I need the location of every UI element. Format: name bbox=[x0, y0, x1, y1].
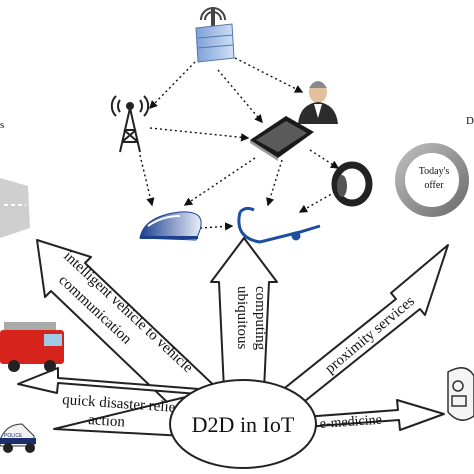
label-quick-disaster-relief-2: action bbox=[88, 412, 126, 431]
application-arrows bbox=[17, 237, 449, 438]
arrow-quick-disaster-relief bbox=[17, 367, 205, 438]
smart-ring-icon bbox=[331, 161, 373, 207]
link-server-man bbox=[234, 57, 304, 93]
link-server-antenna bbox=[149, 61, 196, 110]
smart-glasses-icon bbox=[237, 206, 321, 244]
link-server-phone bbox=[217, 69, 263, 124]
link-phone-ring bbox=[309, 149, 340, 169]
label-ubiquitous: ubiquitous bbox=[234, 286, 250, 350]
medical-device-icon bbox=[447, 367, 474, 421]
fire-truck-icon bbox=[0, 322, 64, 372]
label-e-medicine: e-medicine bbox=[319, 413, 382, 432]
arrow-intelligent-vehicle bbox=[36, 239, 224, 423]
link-train-glasses bbox=[199, 222, 234, 231]
link-phone-train bbox=[183, 157, 256, 206]
arrow-ubiquitous-computing bbox=[210, 237, 278, 391]
smartphone-icon bbox=[250, 116, 314, 161]
label-computing: computing bbox=[252, 286, 268, 351]
hub-label: D2D in IoT bbox=[192, 412, 295, 437]
d2d-links bbox=[139, 57, 340, 231]
server-rack-icon bbox=[195, 7, 235, 63]
link-phone-glasses bbox=[266, 159, 283, 207]
link-ring-glasses bbox=[298, 191, 336, 213]
police-text: POLICE bbox=[4, 433, 23, 439]
cell-antenna-icon bbox=[110, 95, 150, 153]
cropped-label-left: s bbox=[0, 119, 4, 131]
road-icon bbox=[0, 178, 30, 238]
link-antenna-train bbox=[139, 154, 155, 207]
cropped-label-right: D bbox=[466, 115, 474, 127]
offer-line2: offer bbox=[424, 180, 444, 191]
businessman-icon bbox=[298, 81, 338, 124]
bullet-train-icon bbox=[139, 211, 202, 241]
link-antenna-phone bbox=[149, 127, 250, 142]
offer-disc-icon: Today's offer bbox=[395, 143, 469, 217]
arrow-proximity-services bbox=[270, 244, 449, 410]
offer-line1: Today's bbox=[419, 166, 450, 177]
label-proximity-services: proximity services bbox=[322, 293, 418, 377]
d2d-hub: D2D in IoT bbox=[169, 379, 317, 469]
police-car-icon: POLICE bbox=[0, 423, 36, 453]
